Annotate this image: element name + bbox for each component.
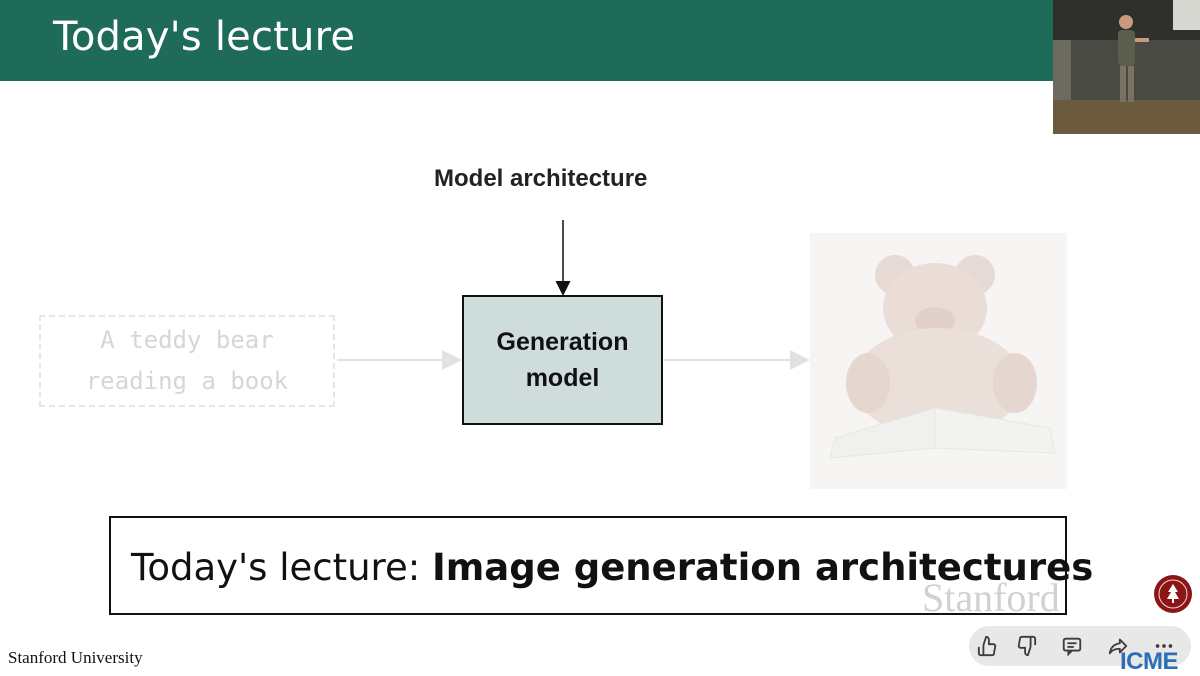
presenter-webcam bbox=[1053, 0, 1200, 134]
text-prompt-box: A teddy bear reading a book bbox=[39, 315, 335, 407]
teddy-bear-reading-image bbox=[810, 233, 1067, 489]
icme-logo-text: ICME bbox=[1120, 648, 1179, 675]
generation-model-line-1: Generation bbox=[496, 328, 629, 356]
lecture-topic-prefix: Today's lecture: bbox=[131, 546, 432, 589]
video-controls-bar bbox=[969, 626, 1191, 666]
prompt-line-2: reading a book bbox=[85, 367, 289, 395]
model-architecture-label: Model architecture bbox=[434, 165, 648, 192]
stanford-watermark: Stanford bbox=[922, 575, 1060, 620]
slide-title: Today's lecture bbox=[53, 14, 356, 60]
thumbs-down-icon[interactable] bbox=[1013, 633, 1039, 659]
comment-icon[interactable] bbox=[1059, 633, 1085, 659]
generation-model-line-2: model bbox=[525, 364, 600, 392]
stanford-seal-icon bbox=[1154, 575, 1192, 613]
generation-model-box: Generation model bbox=[462, 295, 663, 425]
more-icon[interactable] bbox=[1151, 633, 1177, 659]
prompt-line-1: A teddy bear bbox=[100, 326, 274, 354]
stanford-university-footer: Stanford University bbox=[8, 648, 143, 667]
share-icon[interactable] bbox=[1105, 633, 1131, 659]
teddy-bear-output-image bbox=[810, 233, 1067, 489]
icme-logo: ICME bbox=[1120, 648, 1179, 676]
presenter-video-frame bbox=[1053, 0, 1200, 134]
lecture-topic-bold: Image generation architectures bbox=[431, 546, 1094, 589]
lecture-topic-box: Today's lecture: Image generation archit… bbox=[109, 516, 1093, 615]
slide-header-bar bbox=[0, 0, 1053, 81]
thumbs-up-icon[interactable] bbox=[975, 633, 1001, 659]
lecture-topic-text: Today's lecture: Image generation archit… bbox=[131, 546, 1093, 589]
